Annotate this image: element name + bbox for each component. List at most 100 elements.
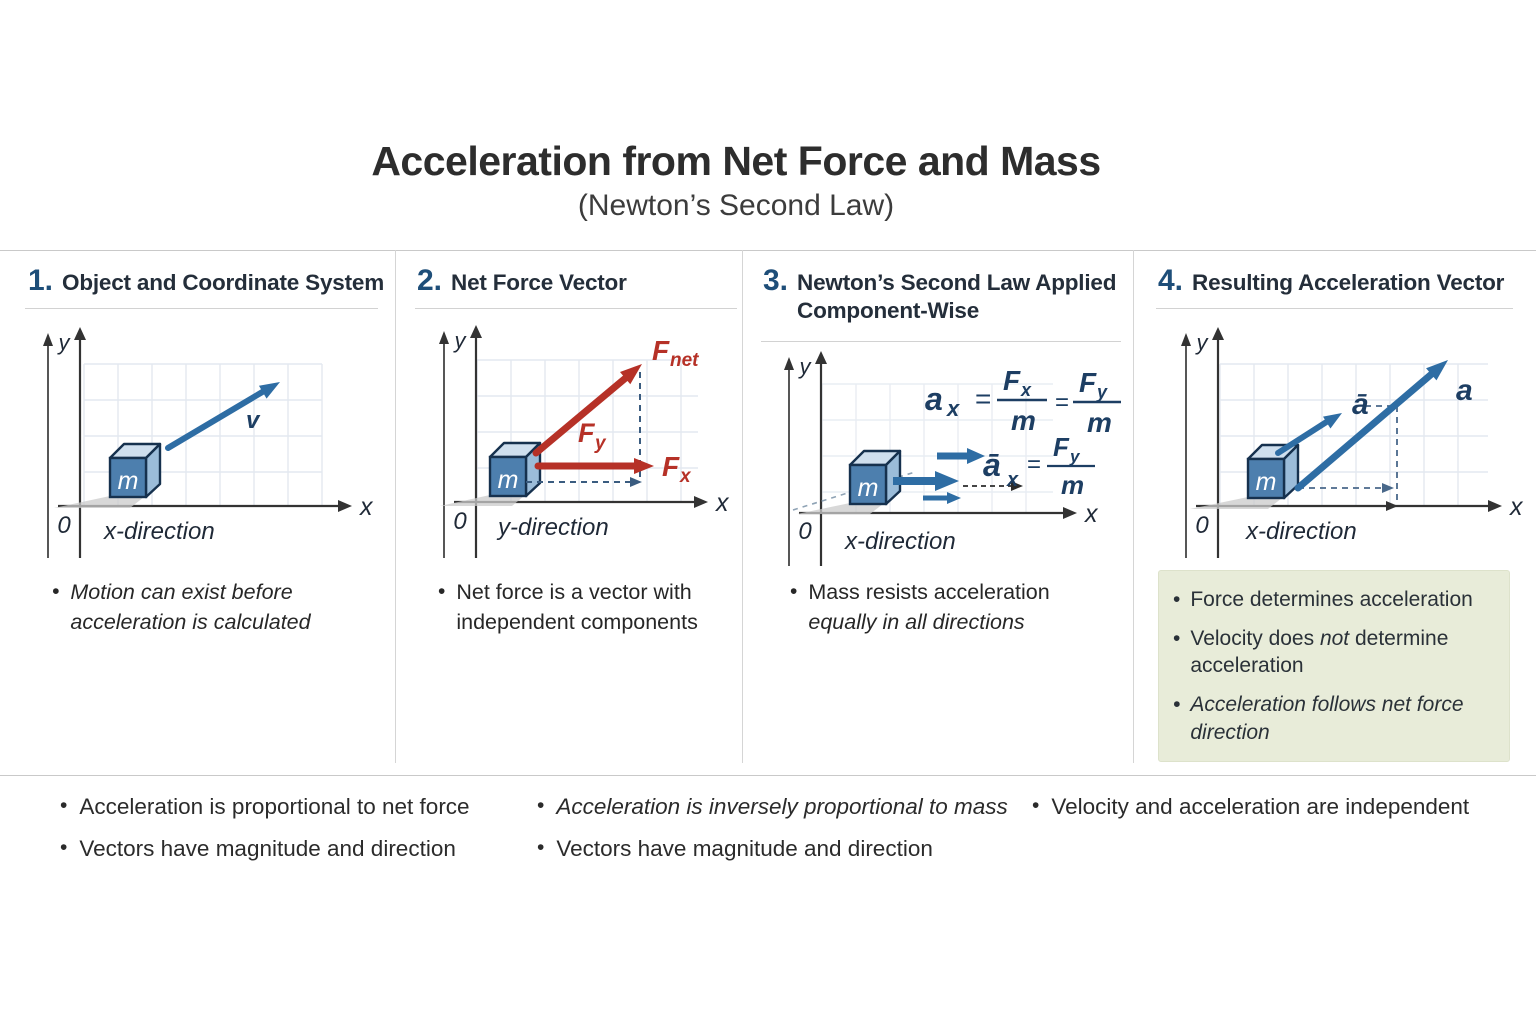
mass-cube: m — [848, 449, 902, 506]
panel3-title-line1: Newton’s Second Law Applied — [797, 270, 1117, 295]
x-axis-label: x — [1509, 493, 1524, 521]
footer-col1-bullet2: • Vectors have magnitude and direction — [60, 836, 456, 862]
formula1-den1: m — [1011, 405, 1036, 436]
panel3-bullet-line1: Mass resists acceleration — [808, 580, 1050, 604]
formula1-f2-sub: y — [1096, 382, 1108, 402]
panel3-bullet-text: Mass resists acceleration equally in all… — [808, 577, 1049, 637]
bullet-dot: • — [537, 836, 545, 859]
summary-bullet-2-pre: Velocity does — [1190, 626, 1320, 650]
mass-label: m — [1256, 468, 1277, 496]
y-axis-label: y — [57, 330, 72, 355]
panel4-diagram: y x 0 x-direction m a ā — [1181, 327, 1524, 558]
section-top-border — [0, 250, 1536, 251]
panel3-title: Newton’s Second Law Applied Component-Wi… — [797, 269, 1116, 325]
acceleration-label: a — [1456, 374, 1473, 407]
panel2-bullet-line1: Net force is a vector with — [456, 580, 692, 604]
panel1-number: 1. — [28, 264, 54, 297]
formula2-eq: = — [1027, 451, 1041, 478]
bullet-dot: • — [52, 580, 60, 603]
footer-col1-bullet1-text: Acceleration is proportional to net forc… — [79, 794, 470, 819]
x-axis-arrow — [1063, 507, 1077, 519]
panel3-underline — [761, 341, 1121, 342]
panel2-header: 2. Net Force Vector — [417, 264, 627, 298]
fnet-label-sub: net — [670, 350, 699, 371]
bullet-dot: • — [1032, 794, 1040, 817]
formula-abar: ā x = F y m — [983, 432, 1095, 500]
panel1-header: 1. Object and Coordinate System — [28, 264, 384, 298]
y-axis-label: y — [1195, 330, 1210, 355]
origin-label: 0 — [57, 512, 71, 539]
formula2-f: F — [1053, 432, 1070, 462]
bullet-dot: • — [1173, 588, 1181, 611]
summary-bullet-2-text: Velocity does not determine acceleration — [1190, 625, 1495, 680]
bullet-dot: • — [1173, 693, 1181, 717]
footer-col2-bullet2: • Vectors have magnitude and direction — [537, 836, 933, 862]
panel4-number: 4. — [1158, 264, 1184, 297]
summary-bullet-3: • Acceleration follows net force directi… — [1173, 691, 1495, 746]
summary-bullet-2-post: determine acceleration — [1190, 626, 1449, 678]
x-axis-label: x — [715, 489, 730, 517]
panel1-bullet: • Motion can exist before acceleration i… — [52, 577, 382, 637]
origin-label: 0 — [1195, 512, 1209, 539]
y-axis-arrow — [815, 351, 827, 364]
y-axis-arrow — [74, 327, 86, 340]
panel2-bullet-line2: independent components — [456, 610, 698, 635]
panel1-title: Object and Coordinate System — [62, 270, 384, 295]
footer-col1-bullet2-text: Vectors have magnitude and direction — [79, 836, 456, 861]
fy-label-sub: y — [594, 433, 607, 454]
formula1-eq1: = — [975, 383, 991, 414]
footer-col2-bullet1-text: Acceleration is inversely proportional t… — [556, 794, 1008, 819]
panel2-number: 2. — [417, 264, 443, 297]
origin-label: 0 — [798, 518, 812, 545]
velocity-label: v — [246, 407, 261, 434]
bullet-dot: • — [1173, 626, 1181, 650]
summary-bullet-2: • Velocity does not determine accelerati… — [1173, 625, 1495, 680]
summary-bullet-3-text: Acceleration follows net force direction — [1190, 693, 1464, 744]
cube-shadow — [797, 503, 883, 514]
formula2-a-sub: x — [1006, 469, 1019, 491]
fy-label-group: F y — [578, 418, 607, 454]
origin-label: 0 — [453, 508, 467, 535]
avg-acceleration-label: ā — [1352, 388, 1369, 421]
formula2-den: m — [1061, 470, 1084, 500]
direction-label: x-direction — [1245, 518, 1357, 545]
footer-col2-bullet2-text: Vectors have magnitude and direction — [556, 836, 933, 861]
footer-col3-bullet1: • Velocity and acceleration are independ… — [1032, 794, 1469, 820]
mass-cube: m — [108, 442, 162, 499]
fx-vector: F x — [534, 451, 692, 487]
formula1-a: a — [925, 381, 943, 417]
fnet-label: F — [652, 335, 670, 366]
footer-col2-bullet1: • Acceleration is inversely proportional… — [537, 794, 1008, 820]
cube-shadow — [1190, 497, 1282, 509]
panel3-title-line2: Component-Wise — [797, 298, 980, 324]
panel4-underline — [1156, 308, 1513, 309]
panel3-bullet: • Mass resists acceleration equally in a… — [790, 577, 1120, 637]
fx-label: F — [662, 451, 680, 482]
fnet-vector: F net — [532, 335, 699, 457]
acceleration-arrows — [893, 448, 985, 504]
formula1-eq2: = — [1055, 389, 1069, 416]
summary-box: • Force determines acceleration • Veloci… — [1158, 570, 1510, 762]
panel2-bullet: • Net force is a vector with independent… — [438, 577, 738, 637]
summary-bullet-1: • Force determines acceleration — [1173, 586, 1495, 614]
direction-label: x-direction — [103, 518, 215, 545]
panel4-title: Resulting Acceleration Vector — [1192, 270, 1505, 295]
panel1-bullet-line2: acceleration is calculated — [70, 610, 311, 635]
x-axis-label: x — [1084, 500, 1099, 528]
panel-divider-2 — [742, 250, 743, 763]
fx-label-sub: x — [679, 466, 692, 487]
formula2-a: ā — [983, 447, 1001, 483]
mass-label: m — [858, 474, 879, 502]
panel3-header: 3. Newton’s Second Law Applied Component… — [763, 264, 1116, 325]
y-axis-arrow — [470, 325, 482, 338]
x-axis-arrow — [1488, 500, 1502, 512]
panel2-underline — [415, 308, 737, 309]
formula1-f1: F — [1003, 365, 1021, 396]
section-bottom-border — [0, 775, 1536, 776]
formula2-f-sub: y — [1069, 447, 1081, 466]
fnet-projection-dashes — [526, 372, 642, 487]
panel-divider-3 — [1133, 250, 1134, 763]
page-subtitle: (Newton’s Second Law) — [577, 189, 895, 222]
y-axis-outer-arrow — [1181, 333, 1191, 346]
page-title-block: Acceleration from Net Force and Mass (Ne… — [0, 138, 1472, 223]
